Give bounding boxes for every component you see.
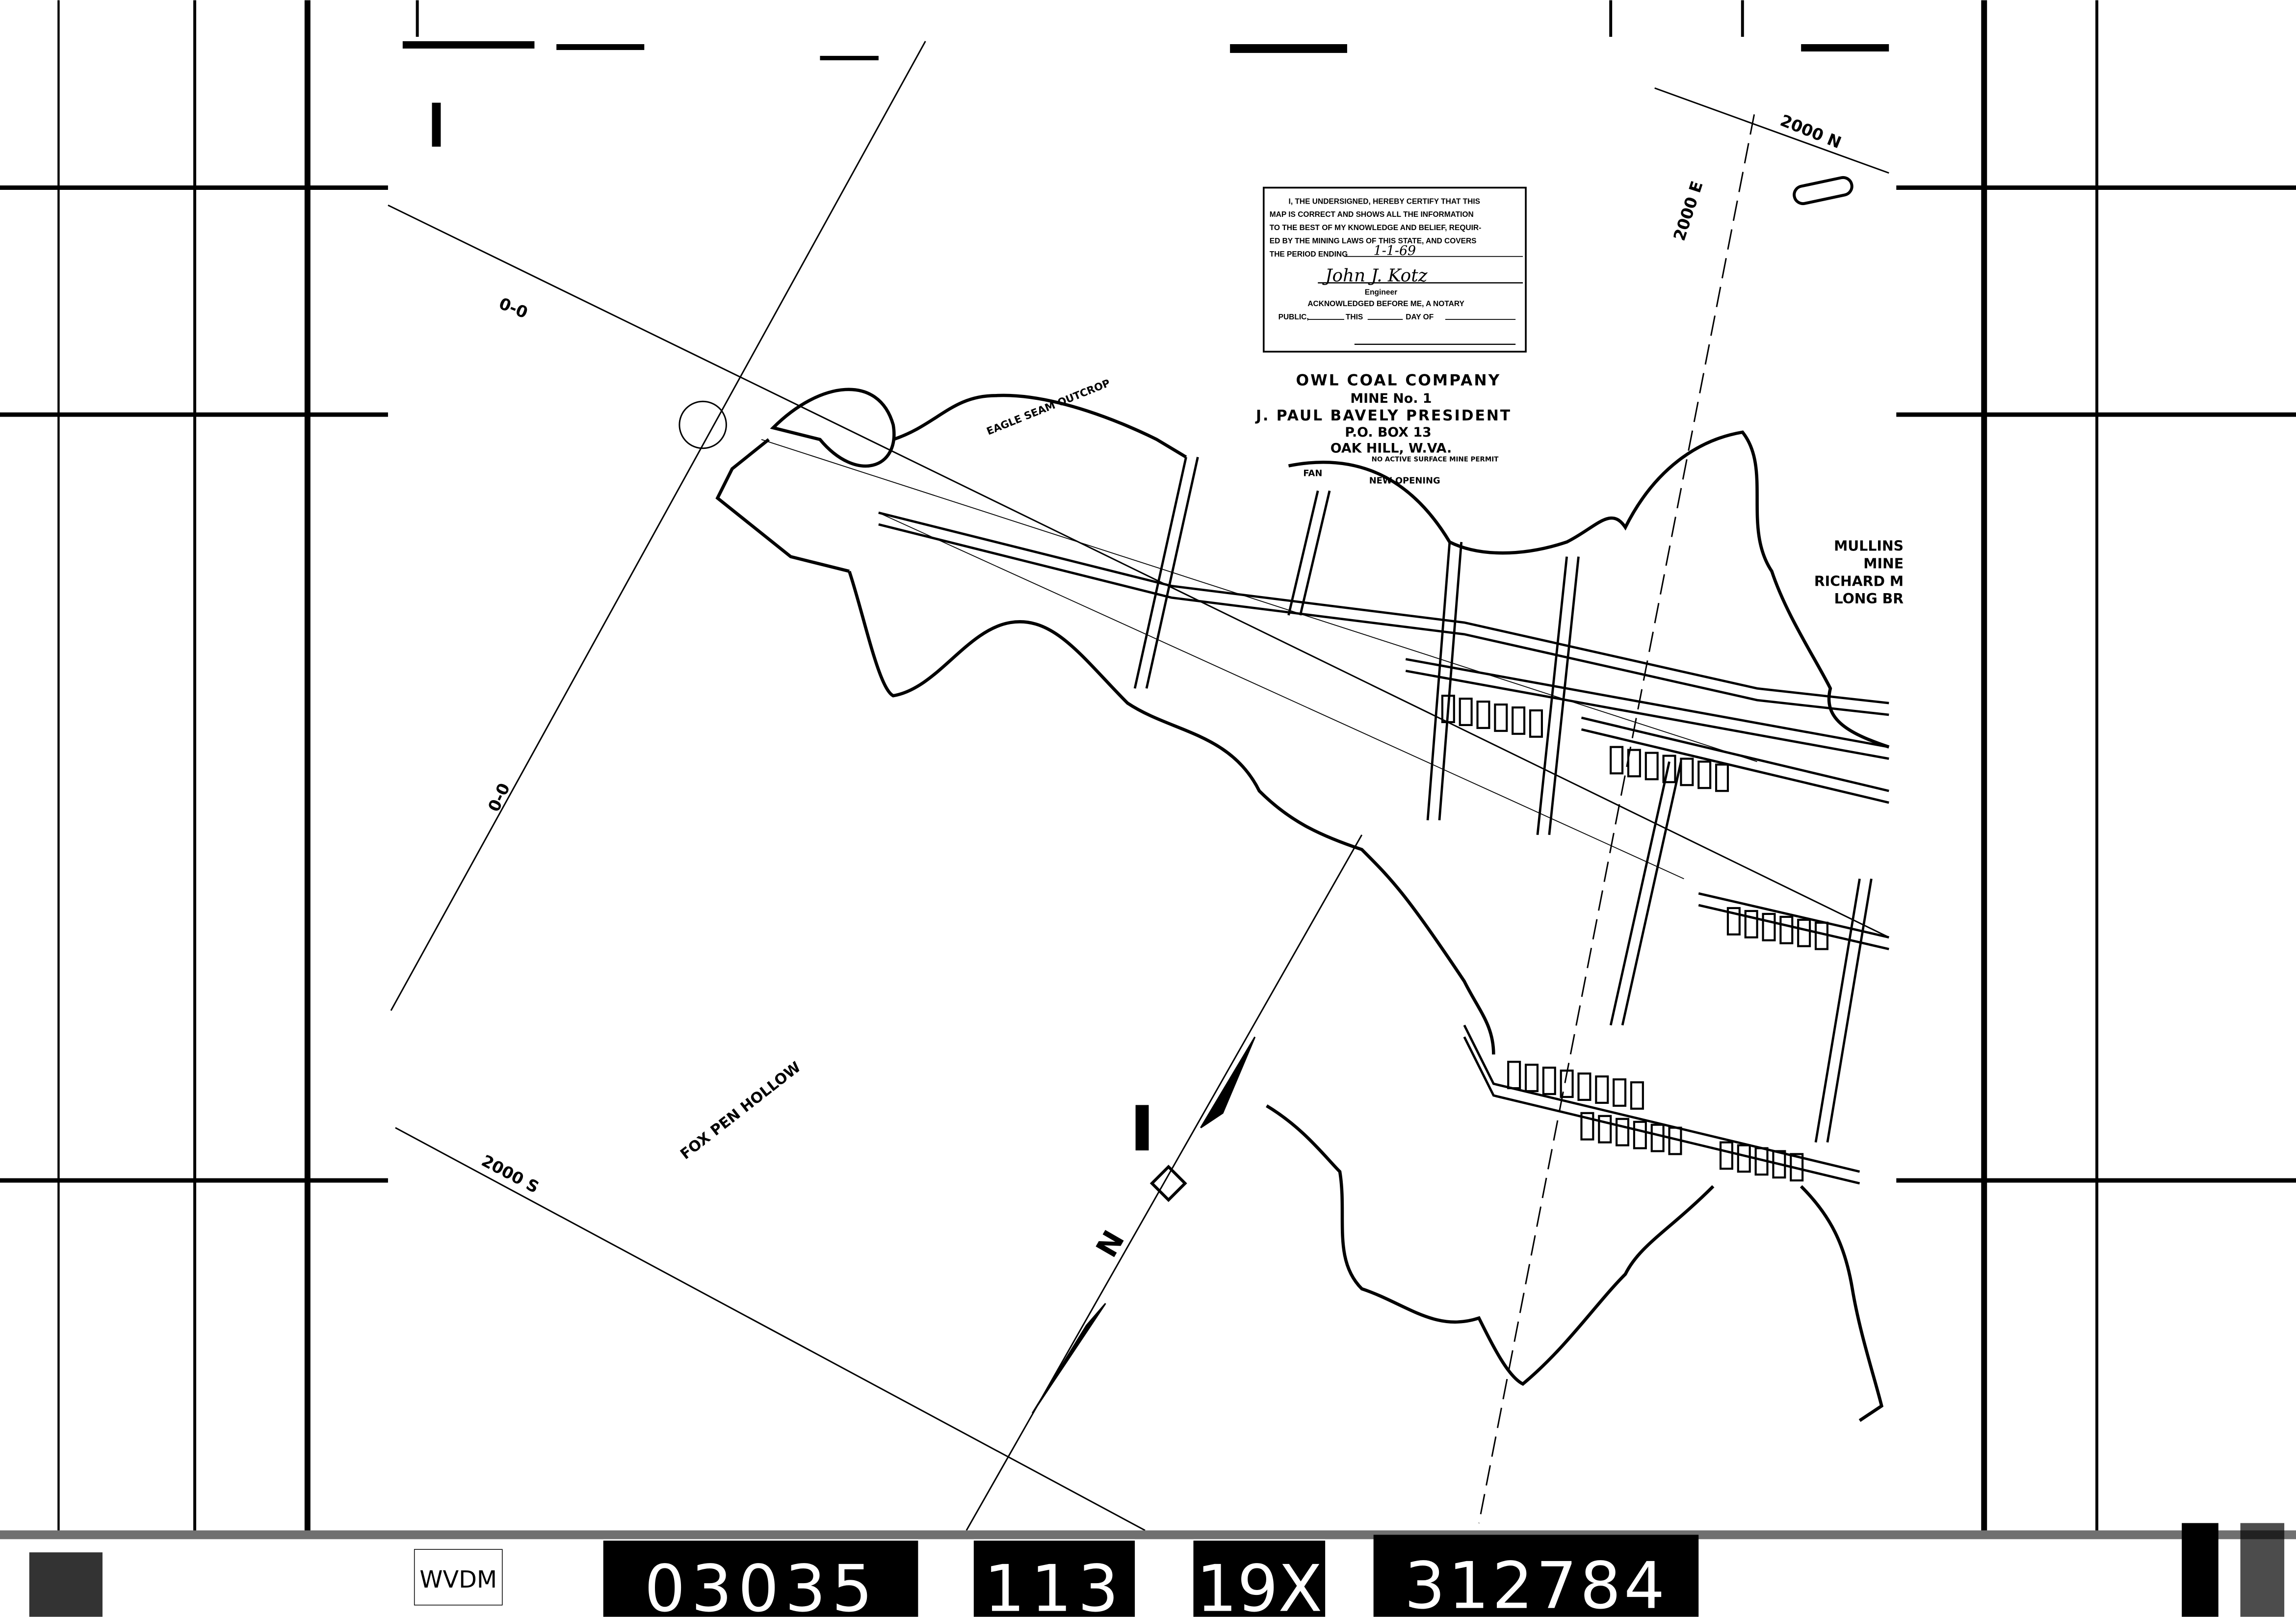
mine-pillar [1529, 709, 1543, 738]
mine-name: MINE No. 1 [1350, 391, 1432, 406]
mine-pillar [1616, 1118, 1630, 1147]
mine-pillar [1627, 749, 1641, 778]
mine-workings [878, 457, 1889, 1185]
mine-pillar [1595, 1075, 1609, 1104]
strip-num-4: 312784 [1404, 1548, 1668, 1617]
strip-num-3: 19X [1196, 1551, 1322, 1617]
outcrop-lines [715, 388, 1890, 1422]
mine-pillar [1797, 918, 1811, 947]
notary-this: THIS [1346, 313, 1363, 321]
cert-line-5: THE PERIOD ENDING [1270, 250, 1348, 259]
permit-note: NO ACTIVE SURFACE MINE PERMIT [1372, 456, 1499, 464]
adjacent-line-3: RICHARD M [1814, 573, 1904, 589]
mine-pillar [1779, 915, 1794, 944]
mine-pillar [1610, 746, 1624, 775]
mine-pillar [1580, 1112, 1594, 1141]
adjacent-line-4: LONG BR [1834, 591, 1904, 607]
mine-pillar [1577, 1072, 1592, 1101]
mine-pillar [1662, 755, 1676, 783]
mine-pillar [1644, 752, 1659, 781]
mine-pillar [1790, 1153, 1804, 1182]
strip-num-2: 113 [984, 1551, 1124, 1617]
mine-pillar [1772, 1150, 1786, 1179]
mine-pillar [1719, 1141, 1733, 1170]
mine-pillar [1737, 1144, 1751, 1173]
mine-pillar [1630, 1081, 1644, 1110]
mine-pillar [1613, 1078, 1627, 1107]
mine-pillar [1542, 1067, 1556, 1095]
mine-pillar [1762, 913, 1776, 941]
company-name: OWL COAL COMPANY [1296, 371, 1501, 389]
adjacent-line-2: MINE [1863, 556, 1904, 572]
cert-line-2: MAP IS CORRECT AND SHOWS ALL THE INFORMA… [1270, 210, 1474, 219]
mine-pillar [1680, 757, 1694, 786]
company-president: J. PAUL BAVELY PRESIDENT [1255, 407, 1512, 424]
mine-pillar [1598, 1115, 1612, 1144]
strip-agency: WVDM [419, 1566, 497, 1593]
strip-num-1: 03035 [644, 1551, 878, 1617]
certificate-box: I, THE UNDERSIGNED, HEREBY CERTIFY THAT … [1263, 186, 1527, 353]
cert-line-1: I, THE UNDERSIGNED, HEREBY CERTIFY THAT … [1289, 197, 1481, 206]
scan-noise [402, 41, 1889, 147]
engineer-label: Engineer [1365, 288, 1397, 296]
mine-pillar [1512, 706, 1526, 735]
mine-pillar [1459, 698, 1473, 726]
mine-pillar [1494, 703, 1508, 732]
period-ending: 1-1-69 [1374, 243, 1416, 259]
new-opening-label: NEW OPENING [1369, 475, 1440, 486]
mine-pillar [1668, 1126, 1682, 1155]
mine-pillar [1814, 921, 1828, 950]
mine-pillar [1744, 910, 1758, 939]
mine-pillar [1441, 695, 1455, 723]
cert-line-3: TO THE BEST OF MY KNOWLEDGE AND BELIEF, … [1270, 224, 1482, 232]
company-box: P.O. BOX 13 [1345, 425, 1432, 440]
mine-pillar [1726, 907, 1741, 936]
map-sheet [388, 37, 1897, 1531]
film-id-strip: WVDM 03035 113 19X 312784 [0, 1523, 2296, 1617]
mine-pillars [1441, 695, 1828, 1182]
mine-pillar [1560, 1069, 1574, 1098]
company-title-block: OWL COAL COMPANY MINE No. 1 J. PAUL BAVE… [1255, 371, 1512, 464]
fan-label: FAN [1303, 468, 1322, 478]
mine-pillar [1715, 763, 1729, 792]
cert-line-4: ED BY THE MINING LAWS OF THIS STATE, AND… [1270, 237, 1477, 245]
mine-pillar [1524, 1064, 1539, 1093]
survey-lines [388, 41, 1889, 1531]
company-city: OAK HILL, W.VA. [1331, 441, 1452, 456]
mine-pillar [1507, 1061, 1521, 1090]
notary-line-1: ACKNOWLEDGED BEFORE ME, A NOTARY [1307, 300, 1464, 308]
adjacent-mine-label: MULLINS MINE RICHARD M LONG BR [1814, 538, 1904, 607]
mine-pillar [1633, 1121, 1647, 1149]
notary-day-of: DAY OF [1406, 313, 1434, 321]
mine-pillar [1754, 1147, 1769, 1176]
notary-public: PUBLIC, [1278, 313, 1309, 321]
mine-pillar [1476, 701, 1490, 729]
north-arrow [1031, 1036, 1256, 1414]
mine-pillar [1650, 1123, 1665, 1152]
adjacent-line-1: MULLINS [1834, 538, 1904, 554]
mine-pillar [1697, 760, 1712, 789]
